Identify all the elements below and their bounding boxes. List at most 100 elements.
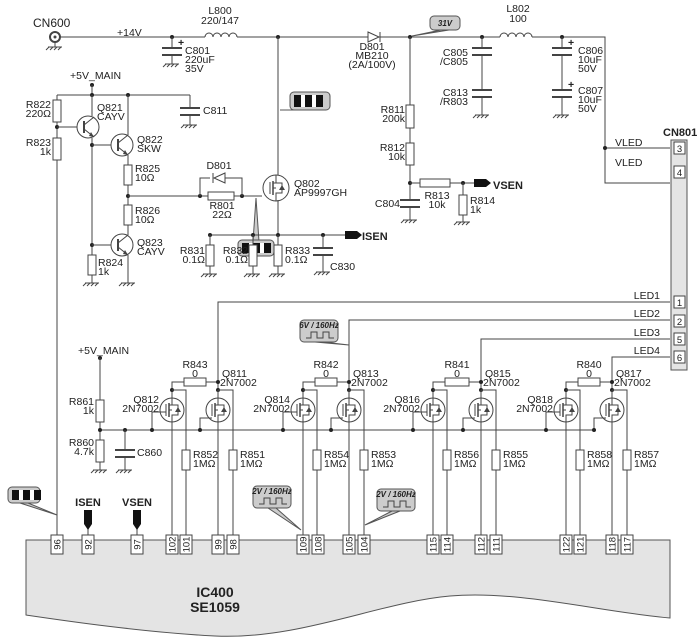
badge-2v-160hz-pin109: 2V / 160Hz [251, 485, 302, 531]
channel-1-bridge-resistor-ref: R843 [182, 359, 207, 371]
r812-resistor [405, 142, 415, 166]
components-r823-ref-label: R823 [26, 137, 51, 149]
ground-hatch [123, 469, 128, 474]
components-r813-ref-label: R813 [424, 190, 449, 202]
ground-hatch [408, 219, 413, 224]
wire [480, 338, 670, 390]
components-c830-ref-label: C830 [330, 261, 355, 273]
ground-hatch [325, 271, 330, 276]
channel-4-bridge-resistor-ref: R840 [576, 359, 601, 371]
ground-hatch [247, 273, 252, 278]
c811-capacitor [180, 107, 200, 116]
channel-2-right-resistor-value: 1MΩ [371, 458, 394, 470]
ground-hatch [86, 282, 91, 287]
ground-hatch [317, 271, 322, 276]
ground-hatch [122, 282, 127, 287]
waveform-gap [19, 490, 23, 500]
components-c806-value-label: 10uF [578, 54, 602, 66]
channel-1-left-mosfet-value: 2N7002 [122, 403, 159, 415]
channel-2-left-resistor-value: 1MΩ [324, 458, 347, 470]
ic-part-label: SE1059 [190, 599, 240, 615]
ground-icon [118, 282, 135, 287]
r861-resistor [95, 399, 105, 423]
ground-hatch [243, 273, 248, 278]
ground-hatch [166, 63, 171, 68]
nets-vled-1-label: VLED [615, 157, 643, 169]
ground-icon [82, 282, 99, 287]
wire [172, 389, 187, 450]
body-diode [221, 407, 227, 412]
ic400-pin-box [357, 534, 371, 555]
ground-hatch [268, 273, 273, 278]
badge-pointer [411, 29, 450, 37]
ground-hatch [208, 273, 213, 278]
ground-icon [180, 124, 197, 129]
waveform-pulse [294, 95, 301, 107]
channel-4-left-mosfet-ref: Q818 [527, 394, 553, 406]
ic400-pin-box [311, 534, 325, 555]
ground-hatch [192, 124, 197, 129]
junction-dot [347, 380, 351, 384]
ic400-pin-box [342, 534, 356, 555]
wire [432, 381, 445, 398]
c830-capacitor [313, 247, 333, 256]
channel-3-left-mosfet [420, 397, 446, 423]
ground-icon [243, 273, 260, 278]
polarity-plus: + [178, 37, 184, 49]
channel-1-left-resistor-ref: R852 [193, 449, 218, 461]
waveform-pulse [305, 95, 312, 107]
ground-icon [115, 469, 132, 474]
emitter-arrow [123, 150, 128, 155]
emitter-arrow [123, 250, 128, 255]
components-l800-ref-label: L800 [208, 5, 232, 17]
channel-4-right-resistor-ref: R857 [634, 449, 659, 461]
r801-resistor [207, 191, 235, 201]
wire [151, 411, 166, 430]
components-r833-ref-label: R833 [285, 245, 310, 257]
cn600-jack-center [53, 35, 57, 39]
ic400-pin-box [474, 534, 488, 555]
ground-hatch [457, 221, 462, 226]
waveform-gap [312, 95, 316, 107]
badge-pointer [19, 502, 58, 516]
mosfet-leads [273, 175, 283, 201]
ic400-pin-number: 102 [168, 537, 179, 553]
junction-dot [592, 428, 596, 432]
channel-2-left-resistor-ref: R854 [324, 449, 349, 461]
channel-3-right-mosfet-value: 2N7002 [483, 377, 520, 389]
r832-resistor [248, 244, 258, 267]
channel-4-left-resistor-value: 1MΩ [587, 458, 610, 470]
components-r822-value-label: 220Ω [26, 108, 52, 120]
wire [348, 319, 670, 390]
ic400-pin-number: 98 [229, 539, 240, 550]
mosfet-leads [300, 398, 310, 422]
wire [545, 411, 560, 430]
components-r860-value-label: 4.7k [74, 446, 95, 458]
channel-4-left-resistor-ref: R858 [587, 449, 612, 461]
transistor-collector [83, 116, 95, 126]
channel-3-right-resistor-ref: R855 [503, 449, 528, 461]
nets-leds-1-label: LED2 [634, 308, 660, 320]
c813-capacitor [472, 89, 492, 98]
components-q822-value-label: SKW [137, 143, 161, 155]
ground-hatch [45, 46, 50, 51]
ic400-pin-number: 122 [562, 537, 573, 553]
channel-4-bridge-resistor-value: 0 [586, 368, 592, 380]
badge-pointer [314, 341, 350, 346]
wire [412, 411, 427, 430]
r823-resistor [52, 137, 62, 161]
channel-2-right-mosfet-ref: Q813 [353, 368, 379, 380]
waveform-pulse [264, 243, 271, 253]
ic400-pin-box [296, 534, 310, 555]
ground-hatch [400, 219, 405, 224]
ic400-pin-number: 101 [182, 537, 193, 553]
transistor-body [76, 115, 100, 139]
components-r801-ref-label: R801 [209, 200, 234, 212]
nets-v5main_bottom-label: +5V_MAIN [78, 345, 129, 357]
components-r825-ref-label: R825 [135, 163, 160, 175]
cn801-pin-box [673, 295, 686, 309]
r814-resistor [458, 194, 468, 216]
cn801-pin-box [673, 350, 686, 364]
components-l802-value-label: 100 [509, 13, 527, 25]
